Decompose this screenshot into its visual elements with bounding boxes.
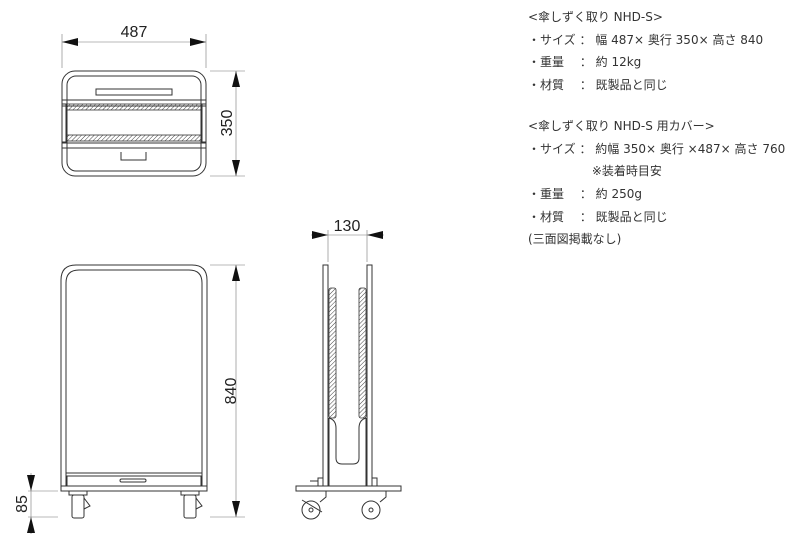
product1-material: ・材質 ： 既製品と同じ (528, 78, 668, 93)
caster-left (68, 490, 91, 519)
dim-width-label: 487 (121, 24, 148, 41)
caster-right (180, 490, 203, 519)
dimension-front-height: 840 (210, 264, 245, 518)
caster-side-right (361, 490, 387, 520)
dim-depth-label: 350 (219, 110, 236, 137)
product2-title: <傘しずく取り NHD-S 用カバー> (528, 118, 715, 133)
spec-list: <傘しずく取り NHD-S> ・サイズ ： 幅 487× 奥行 350× 高さ … (528, 6, 785, 251)
product2-weight: ・重量 ： 約 250g (528, 186, 642, 201)
dimension-side-width: 130 (311, 218, 384, 262)
front-view (60, 264, 208, 519)
dimension-top-width: 487 (61, 24, 207, 68)
side-view (295, 264, 402, 520)
dim-height-label: 840 (223, 378, 240, 405)
product1-title: <傘しずく取り NHD-S> (528, 10, 663, 24)
product2-note: ※装着時目安 (528, 164, 662, 179)
dim-caster-label: 85 (14, 495, 31, 513)
product1-size: ・サイズ ： 幅 487× 奥行 350× 高さ 840 (528, 32, 764, 47)
dim-side-label: 130 (334, 218, 361, 235)
caster-side-left (301, 490, 327, 520)
product1-weight: ・重量 ： 約 12kg (528, 55, 642, 70)
dimension-top-depth: 350 (210, 70, 245, 177)
spacer (528, 97, 785, 115)
product2-size: ・サイズ ： 約幅 350× 奥行 ×487× 高さ 760 (528, 141, 786, 156)
top-view (61, 70, 207, 177)
product2-remark: (三面図掲載なし) (528, 232, 622, 247)
dimension-caster-height: 85 (14, 473, 58, 534)
product2-material: ・材質 ： 既製品と同じ (528, 209, 668, 224)
